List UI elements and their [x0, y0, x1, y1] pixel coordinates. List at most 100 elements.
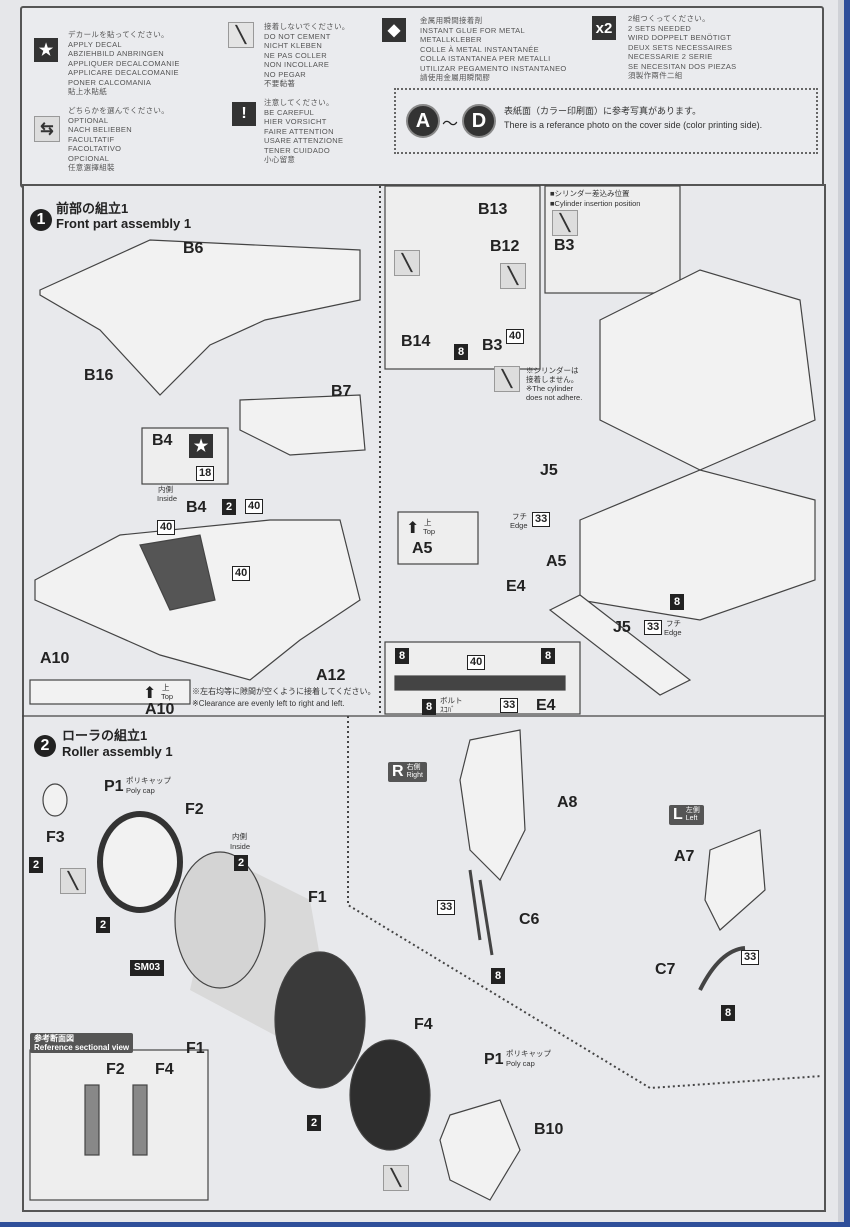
paint-code: 2	[307, 1115, 322, 1131]
label-section-f2: F2	[106, 1061, 125, 1078]
roller-f1-inner-face	[174, 851, 266, 989]
section-f4	[132, 1084, 148, 1156]
polycap-en: Poly cap	[126, 786, 155, 795]
part-f4-drawing	[349, 1039, 431, 1151]
reference-photo-note: A 〜 D 表紙面（カラー印刷面）に参考写真があります。 There is a …	[394, 88, 818, 154]
decal-star-icon: ★	[189, 434, 213, 458]
edge-label-en: Edge	[510, 521, 528, 530]
ref-view-jp: 参考断面図	[34, 1034, 74, 1043]
a5-top-callout	[397, 511, 479, 565]
ref-letter-d: D	[462, 104, 496, 138]
cylinder-note-en: ※The cylinder does not adhere.	[526, 384, 583, 402]
label-b16: B16	[84, 367, 114, 384]
paint-code: 8	[491, 968, 506, 984]
ref-tilde: 〜	[442, 116, 459, 133]
label-b10: B10	[534, 1121, 564, 1138]
no-cement-icon: ╲	[228, 22, 254, 48]
paint-code: 33	[644, 620, 663, 635]
cylinder-note-jp: ※シリンダーは 接着しません。	[526, 366, 579, 384]
paint-code: 40	[232, 566, 251, 581]
legend-optional-text: どちらかを選んでください。 OPTIONAL NACH BELIEBEN FAC…	[68, 106, 170, 172]
paint-code-sm03: SM03	[130, 960, 165, 976]
part-c6-drawing	[468, 869, 494, 956]
legend-careful-text: 注意してください。 BE CAREFUL HIER VORSICHT FAIRE…	[264, 98, 344, 164]
paint-code: 8	[721, 1005, 736, 1021]
label-f4: F4	[414, 1016, 433, 1033]
label-a8: A8	[557, 794, 578, 811]
metal-glue-icon: ◆	[382, 18, 406, 42]
paint-code: 8	[395, 648, 410, 664]
part-f3-drawing	[42, 783, 68, 817]
top-label-en: Top	[161, 692, 174, 701]
step1-title-en: Front part assembly 1	[56, 216, 192, 231]
label-b3: B3	[482, 337, 503, 354]
label-f2: F2	[185, 801, 204, 818]
paint-code: 33	[437, 900, 456, 915]
inside-label-en: Inside	[230, 842, 251, 851]
step1-number: 1	[30, 209, 52, 231]
legend-twosets-text: 2組つくってください。 2 SETS NEEDED WIRD DOPPELT B…	[628, 14, 737, 80]
cylinder-position-jp: ■シリンダー差込み位置	[550, 189, 630, 198]
part-c7-drawing	[698, 946, 746, 991]
cylinder-position-box	[544, 185, 681, 294]
cylinder-position-en: ■Cylinder insertion position	[550, 199, 641, 208]
label-p1: P1	[104, 778, 124, 795]
top-label: 上	[424, 518, 432, 527]
bolt-label: ボルト	[440, 696, 463, 705]
edge-label-en: Edge	[664, 628, 682, 637]
label-b13: B13	[478, 201, 508, 218]
label-a5: A5	[546, 553, 567, 570]
paint-code: 2	[222, 499, 237, 515]
label-b4: B4	[186, 499, 207, 516]
label-b7: B7	[331, 383, 352, 400]
reference-section-box	[29, 1049, 209, 1201]
part-b10-drawing	[439, 1099, 521, 1201]
no-cement-icon: ╲	[552, 210, 578, 236]
label-a10-top-view: A10	[145, 701, 175, 718]
lower-cabin-drawing	[579, 469, 816, 621]
label-section-f4: F4	[155, 1061, 174, 1078]
label-j5-lower: J5	[613, 619, 631, 636]
ref-note-jp: 表紙面（カラー印刷面）に参考写真があります。	[504, 106, 702, 116]
paint-code: 8	[670, 594, 685, 610]
part-b6-drawing	[39, 239, 361, 396]
left-en: Left	[685, 815, 698, 822]
label-b12: B12	[490, 238, 520, 255]
label-a7: A7	[674, 848, 695, 865]
label-a12: A12	[316, 667, 346, 684]
inside-label-en: Inside	[157, 494, 178, 503]
label-j5: J5	[540, 462, 558, 479]
label-e4-detail: E4	[536, 697, 556, 714]
paint-code: 8	[454, 344, 469, 360]
label-section-f1: F1	[186, 1040, 205, 1057]
paint-code: 2	[29, 857, 44, 873]
polycap-jp: ポリキャップ	[126, 776, 171, 785]
step2-title-en: Roller assembly 1	[62, 744, 173, 759]
part-f2-drawing	[97, 811, 183, 913]
paint-code: 2	[96, 917, 111, 933]
section-f2	[84, 1084, 100, 1156]
part-b7-drawing	[239, 394, 366, 456]
no-cement-icon: ╲	[394, 250, 420, 276]
left-letter: L	[673, 806, 683, 823]
frame-inner-painted	[139, 534, 216, 611]
top-label-en: Top	[423, 527, 436, 536]
two-sets-icon: x2	[592, 16, 616, 40]
paint-code: 8	[422, 699, 437, 715]
part-a8-drawing	[459, 729, 526, 882]
step2-region-divider	[347, 716, 823, 1090]
a10-top-view	[29, 679, 191, 705]
no-cement-icon: ╲	[383, 1165, 409, 1191]
step2-title-jp: ローラの組立1	[62, 728, 148, 743]
right-letter: R	[392, 763, 404, 780]
no-cement-icon: ╲	[60, 868, 86, 894]
right-en: Right	[406, 772, 423, 779]
caution-icon: !	[232, 102, 256, 126]
label-b4-callout: B4	[152, 432, 173, 449]
polycap-en: Poly cap	[506, 1059, 535, 1068]
label-a5-callout: A5	[412, 540, 433, 557]
paint-code: 40	[157, 520, 176, 535]
